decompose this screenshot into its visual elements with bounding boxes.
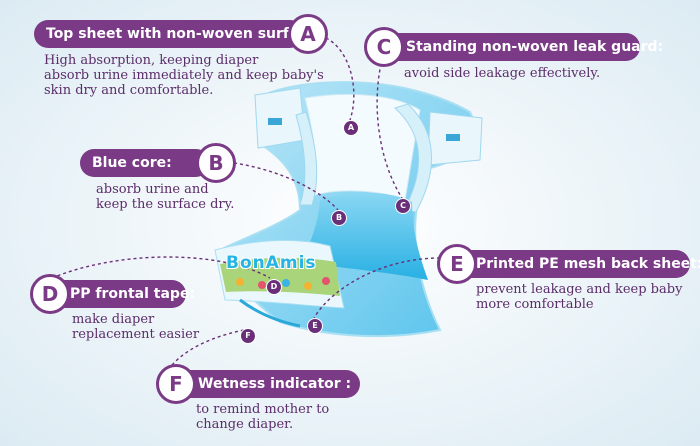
marker-f: F: [240, 328, 256, 344]
leader-b: [233, 162, 339, 211]
callout-c-description: avoid side leakage effectively.: [404, 66, 601, 81]
callout-c-title: Standing non-woven leak guard:: [378, 33, 663, 61]
callout-a-title: Top sheet with non-woven surface:: [34, 20, 322, 48]
print-dot: [322, 277, 330, 285]
callout-b-title: Blue core:: [80, 149, 210, 177]
callout-b-badge: B: [196, 143, 236, 183]
marker-d: D: [266, 279, 282, 295]
leader-c: [376, 51, 403, 199]
leak-guard-right: [394, 103, 432, 213]
callout-f-badge: F: [156, 364, 196, 404]
print-dot: [304, 282, 312, 290]
left-tape: [268, 118, 282, 125]
marker-a: A: [343, 120, 359, 136]
callout-a-badge: A: [288, 14, 328, 54]
callout-e-title: Printed PE mesh back sheet:: [452, 250, 700, 278]
leader-d: [51, 256, 271, 279]
callout-d-description: make diaper replacement easier: [72, 312, 200, 342]
leader-a: [325, 37, 355, 121]
callout-f-title: Wetness indicator :: [170, 370, 360, 398]
print-dot: [236, 278, 244, 286]
callout-e-description: prevent leakage and keep baby more comfo…: [476, 282, 683, 312]
leader-f: [171, 329, 245, 366]
wetness-indicator-stripe: [239, 298, 301, 328]
marker-e: E: [307, 318, 323, 334]
callout-f-description: to remind mother to change diaper.: [196, 402, 330, 432]
callout-e-badge: E: [437, 244, 477, 284]
callout-b-description: absorb urine and keep the surface dry.: [96, 182, 235, 212]
leader-e: [313, 257, 441, 319]
callout-a-description: High absorption, keeping diaper absorb u…: [44, 53, 324, 98]
marker-c: C: [395, 198, 411, 214]
brand-logo: BonAmis: [226, 253, 317, 273]
right-tape: [446, 134, 460, 141]
print-dot: [282, 279, 290, 287]
callout-c-badge: C: [364, 27, 404, 67]
print-dot: [258, 281, 266, 289]
leak-guard-left: [295, 111, 318, 206]
marker-b: B: [331, 210, 347, 226]
callout-d-badge: D: [30, 274, 70, 314]
